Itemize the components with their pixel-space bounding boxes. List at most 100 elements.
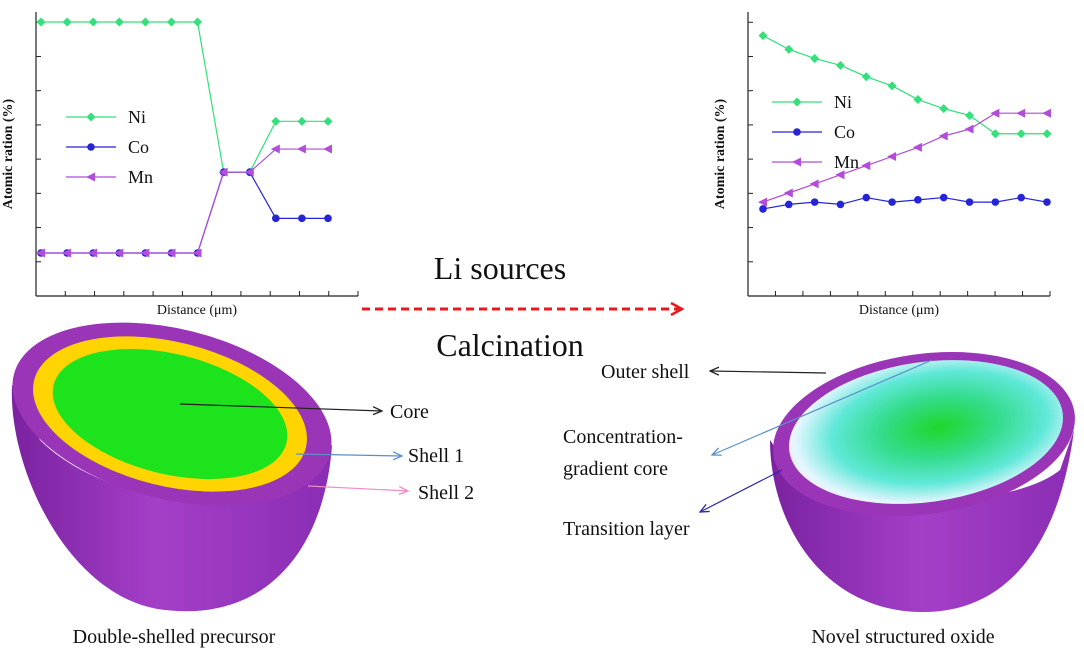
precursor-core xyxy=(52,348,288,480)
novel-structured-oxide-particle xyxy=(770,352,1075,613)
left-chart-legend-co-label: Co xyxy=(128,137,149,157)
right-chart-mn-point xyxy=(1042,108,1051,118)
right-chart-mn-point xyxy=(809,179,819,189)
gradient-core-label-line2: gradient core xyxy=(563,458,668,480)
left-chart-ni-point xyxy=(323,116,333,126)
right-chart-series-ni-line xyxy=(762,35,1047,135)
left-caption: Double-shelled precursor xyxy=(73,626,276,648)
gradient-core-pointer xyxy=(712,359,933,455)
left-chart-ni-point xyxy=(193,17,203,27)
right-chart-mn-point xyxy=(964,124,974,134)
oxide-outer-bowl xyxy=(770,430,1074,613)
right-chart-co-point xyxy=(862,193,871,202)
right-chart-ni-point xyxy=(939,104,949,114)
right-chart-ni-point xyxy=(861,72,871,82)
right-chart-co-point xyxy=(1043,198,1051,206)
shell1-pointer xyxy=(295,454,402,456)
left-chart-co-point xyxy=(298,214,306,223)
transition-layer-label: Transition layer xyxy=(563,518,690,540)
right-chart-legend-ni-marker xyxy=(792,97,802,107)
right-caption: Novel structured oxide xyxy=(811,626,994,648)
left-chart-x-axis-label: Distance (μm) xyxy=(157,303,238,318)
left-chart-mn-point xyxy=(140,248,150,258)
left-chart-legend-mn-label: Mn xyxy=(128,167,153,187)
left-chart-series-mn-line xyxy=(41,148,328,254)
right-chart-ni-point xyxy=(835,60,845,70)
oxide-gradient-core xyxy=(788,360,1064,504)
left-chart-mn-point xyxy=(323,144,332,154)
right-chart-co-point xyxy=(759,205,767,213)
core-label: Core xyxy=(390,401,429,423)
left-chart-ni-point xyxy=(36,17,46,27)
shell2-label: Shell 2 xyxy=(418,482,474,504)
left-chart-mn-point xyxy=(192,248,202,258)
right-chart-co-point xyxy=(888,198,896,206)
right-chart-co-point xyxy=(836,200,845,209)
left-chart-y-axis-label: Atomic ration (%) xyxy=(1,98,16,209)
core-pointer xyxy=(179,403,382,411)
left-chart-legend-ni-marker xyxy=(86,112,96,122)
left-chart-ni-point xyxy=(88,17,98,27)
right-chart-mn-point xyxy=(990,108,1000,118)
right-chart-ni-point xyxy=(784,44,794,54)
outer-shell-label: Outer shell xyxy=(601,361,690,383)
calcination-label: Calcination xyxy=(436,327,584,363)
right-chart-mn-point xyxy=(912,142,922,152)
right-chart-series-co-line xyxy=(762,196,1048,210)
right-chart-legend-co-label: Co xyxy=(834,122,855,142)
right-chart-mn-point xyxy=(783,188,793,198)
left-chart-legend-co-marker xyxy=(87,143,95,151)
right-chart-mn-point xyxy=(758,197,767,207)
right-chart-ni-point xyxy=(887,81,897,91)
right-chart-legend-mn-marker xyxy=(792,157,801,167)
right-chart-ni-point xyxy=(810,53,820,63)
transition-layer-pointer xyxy=(700,469,783,512)
right-chart-ni-point xyxy=(758,31,768,41)
right-chart-co-point xyxy=(939,193,948,202)
left-chart-mn-point xyxy=(270,144,280,154)
right-chart-ni-point xyxy=(913,95,923,105)
left-chart-ni-point xyxy=(166,17,176,27)
right-chart-mn-point xyxy=(861,161,871,171)
left-chart-mn-point xyxy=(62,248,72,258)
left-chart-co-point xyxy=(324,214,332,223)
right-chart-mn-point xyxy=(1016,108,1026,118)
right-chart-co-point xyxy=(914,196,922,204)
left-chart-legend-mn-marker xyxy=(86,172,95,182)
left-chart-mn-point xyxy=(88,248,98,258)
left-chart-ni-point xyxy=(114,17,124,27)
outer-shell-pointer xyxy=(710,371,827,373)
left-chart-mn-point xyxy=(166,248,176,258)
right-chart-legend-ni-label: Ni xyxy=(834,92,852,112)
left-chart-mn-point xyxy=(296,144,306,154)
left-chart-mn-point xyxy=(244,167,254,177)
right-chart-ni-point xyxy=(1042,129,1052,139)
right-chart-mn-point xyxy=(887,152,897,162)
left-chart-ni-point xyxy=(62,17,72,27)
left-chart-mn-point xyxy=(114,248,124,258)
right-chart-ni-point xyxy=(965,110,975,120)
shell2-pointer xyxy=(307,485,408,491)
left-chart-ni-point xyxy=(140,17,150,27)
left-chart-ni-point xyxy=(271,116,281,126)
right-chart-co-point xyxy=(991,198,1000,206)
right-chart-co-point xyxy=(785,200,793,209)
right-chart-mn-point xyxy=(938,131,948,141)
right-chart-series-mn-line xyxy=(762,112,1047,203)
left-chart-mn-point xyxy=(218,167,228,177)
shell1-label: Shell 1 xyxy=(408,445,464,467)
right-chart-co-point xyxy=(1017,193,1025,202)
right-chart-x-axis-label: Distance (μm) xyxy=(859,303,940,318)
right-chart-ni-point xyxy=(990,129,1000,139)
right-chart-mn-point xyxy=(835,170,845,180)
right-chart-co-point xyxy=(965,198,974,206)
left-chart-co-point xyxy=(272,214,280,223)
right-chart-legend-mn-label: Mn xyxy=(834,152,859,172)
right-chart-ni-point xyxy=(1016,129,1026,139)
left-chart-series-co-line xyxy=(41,171,328,254)
right-chart-legend-co-marker xyxy=(793,128,801,136)
left-chart-ni-point xyxy=(297,116,307,126)
